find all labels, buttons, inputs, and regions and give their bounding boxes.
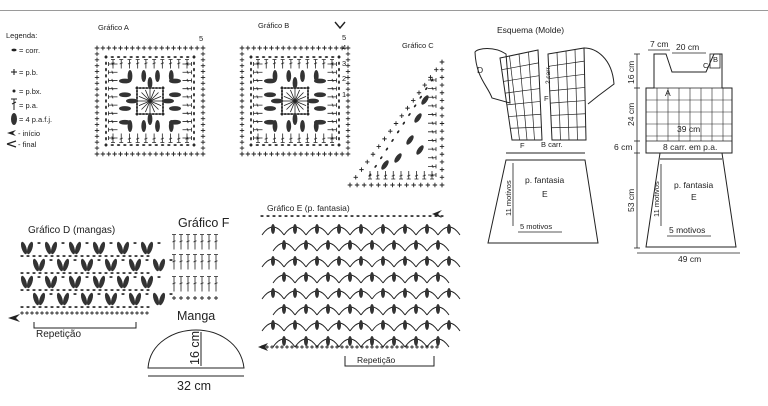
measure-fantasia: p. fantasia: [674, 180, 713, 190]
legend-label-start: - início: [18, 129, 40, 138]
chart-c: Gráfico C: [347, 41, 445, 188]
schema-label-b: B carr.: [541, 140, 563, 149]
legend-label-end: - final: [18, 140, 37, 149]
measure-bottom: 49 cm: [678, 254, 701, 264]
measure-side-3: 6 cm: [614, 142, 632, 152]
schema-label-f: F: [520, 141, 525, 150]
measure-skirt: [645, 152, 737, 248]
measure-motivos-horizontal: 5 motivos: [669, 225, 705, 235]
chart-b-title: Gráfico B: [258, 21, 289, 30]
sleeve-width-label: 32 cm: [177, 379, 211, 393]
top-rule: [0, 10, 768, 11]
chart-b-round-1: 1: [342, 90, 346, 99]
schema-title: Esquema (Molde): [497, 25, 564, 35]
chart-b-round-3: 3: [342, 59, 346, 68]
fancy-stitch-chart-e: [258, 210, 461, 351]
start-arrow-icon: [8, 314, 20, 322]
start-arrow-icon: [7, 130, 16, 136]
chart-f-title: Gráfico F: [178, 216, 230, 230]
single-crochet-icon: [11, 69, 17, 75]
sleeve-outline: [147, 329, 245, 369]
chart-b-round-2: 2: [342, 74, 346, 83]
legend-label-cluster: = 4 p.a.f.j.: [19, 115, 52, 124]
measure-width-39: 39 cm: [677, 124, 700, 134]
schema-motivos-vertical: 11 motivos: [504, 180, 513, 216]
legend-title: Legenda:: [6, 31, 37, 40]
measure-label-c: C: [703, 61, 709, 70]
schema-motivos-horizontal: 5 motivos: [520, 222, 552, 231]
legend-label-double-crochet: = p.a.: [19, 101, 38, 110]
double-crochet-icon: [11, 98, 17, 110]
repeat-bracket: [33, 322, 137, 329]
measure-side-2: 24 cm: [626, 103, 636, 126]
schema-left-panel: [474, 48, 543, 141]
chart-a-title: Gráfico A: [98, 23, 129, 32]
sleeve-height-label: 16 cm: [188, 331, 202, 365]
granny-square-a: [94, 45, 206, 157]
chart-e-repeat-label: Repetição: [357, 355, 396, 365]
chart-a-round-label: 5: [199, 34, 203, 43]
chart-c-title: Gráfico C: [402, 41, 434, 50]
sleeve-stitch-chart-d: [20, 241, 173, 315]
schema-label-carr: 2 carr.: [545, 66, 552, 84]
schema-label-d: D: [477, 65, 483, 75]
chart-a: Gráfico A 5: [94, 23, 206, 157]
schema: Esquema (Molde) D 2 carr. F F B carr. 11…: [474, 25, 615, 244]
chart-d: Gráfico D (mangas) Repetição: [8, 225, 173, 340]
chart-e: Gráfico E (p. fantasia) Repetição: [258, 203, 461, 367]
cluster-icon: [11, 113, 17, 125]
legend-label-slip-stitch: = p.bx.: [19, 87, 42, 96]
measure-label-e: E: [691, 192, 697, 202]
measure-label-b: B: [713, 55, 718, 64]
measure-bodice-grid: [645, 53, 733, 154]
chart-e-title: Gráfico E (p. fantasia): [267, 203, 350, 213]
sleeve-shape: Manga 16 cm 32 cm: [147, 309, 245, 393]
sleeve-title: Manga: [177, 309, 215, 323]
measurement-diagram: 7 cm 20 cm B C A 16 cm 24 cm 6 cm 53 cm …: [614, 39, 740, 264]
granny-square-b: [239, 45, 351, 157]
slip-stitch-icon: [12, 89, 16, 93]
chart-d-title: Gráfico D (mangas): [28, 225, 115, 236]
schema-fantasia: p. fantasia: [525, 175, 564, 185]
end-arrow-icon: [334, 21, 346, 30]
legend-label-single-crochet: = p.b.: [19, 68, 38, 77]
measure-carr-pa: 8 carr. em p.a.: [663, 142, 717, 152]
schema-right-panel: [547, 47, 615, 141]
measure-top-a: 7 cm: [650, 39, 668, 49]
legend-label-chain: = corr.: [19, 46, 40, 55]
chain-icon: [11, 48, 17, 52]
measure-side-4: 53 cm: [626, 189, 636, 212]
end-arrow-icon: [6, 140, 17, 148]
measure-side-1: 16 cm: [626, 61, 636, 84]
chart-d-repeat-label: Repetição: [36, 329, 81, 340]
chart-b-round-5: 5: [342, 33, 346, 42]
triangle-motif-c: [347, 59, 445, 188]
legend: Legenda: = corr. = p.b. = p.bx. = p.a. =…: [6, 31, 52, 149]
measure-label-a: A: [665, 88, 671, 98]
stitch-chart-f: [172, 234, 218, 300]
schema-label-e: E: [542, 189, 548, 199]
repeat-bracket: [344, 356, 435, 367]
measure-motivos-vertical: 11 motivos: [652, 181, 661, 217]
chart-b-round-4: 4: [342, 43, 346, 52]
chart-f: Gráfico F: [172, 216, 230, 300]
measure-top-b: 20 cm: [676, 42, 699, 52]
schema-label-f-top: F: [544, 94, 549, 103]
chart-b: Gráfico B 5 4 3 2 1: [239, 21, 351, 157]
